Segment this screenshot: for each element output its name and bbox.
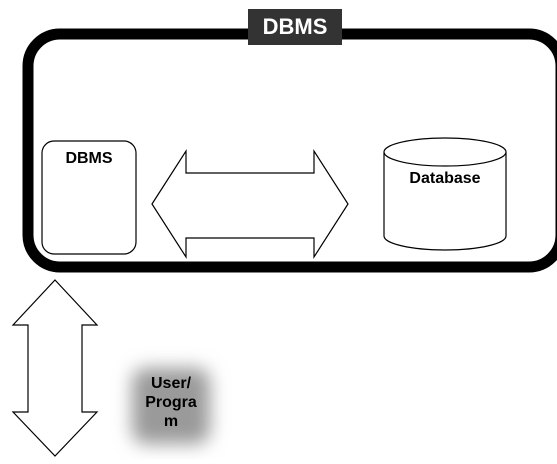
dbms-component-box	[41, 140, 137, 255]
user-program-label: User/ Progra m	[120, 374, 222, 431]
user-dbms-double-arrow	[11, 279, 99, 457]
dbms-component-label: DBMS	[65, 150, 113, 167]
database-cylinder	[383, 137, 507, 251]
diagram-title: DBMS	[248, 9, 342, 45]
user-program-label-line-3: m	[163, 413, 179, 430]
user-program-label-line-1: User/	[150, 375, 192, 392]
user-label-glow	[132, 368, 210, 444]
database-label: Database	[409, 170, 481, 187]
user-program-label-line-2: Progra	[145, 394, 197, 411]
dbms-database-double-arrow	[151, 148, 349, 260]
